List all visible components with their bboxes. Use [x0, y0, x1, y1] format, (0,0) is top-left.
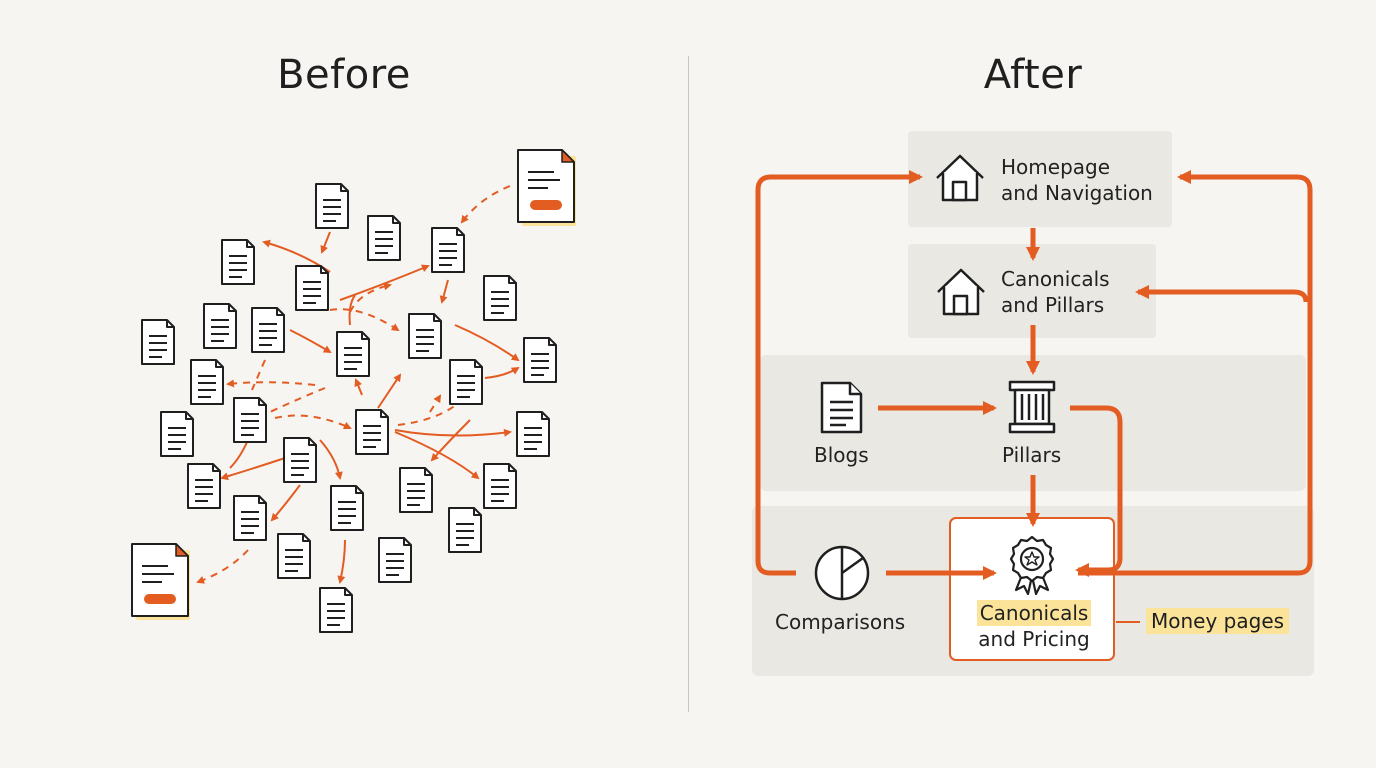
- money-document-bottom: [131, 543, 191, 621]
- pie-chart-icon: [814, 545, 870, 601]
- blogs-label: Blogs: [814, 443, 869, 467]
- house-icon-2: [937, 268, 985, 316]
- blogs-pillars-band: [760, 355, 1306, 491]
- divider: [688, 56, 689, 712]
- document-cluster: [131, 149, 577, 633]
- money-document-top: [517, 149, 577, 227]
- money-pages-tag: Money pages: [1146, 608, 1290, 634]
- award-badge-icon: [1009, 535, 1055, 596]
- homepage-label: Homepage and Navigation: [1001, 155, 1153, 205]
- canonicals-pricing-label: Canonicals and Pricing: [976, 600, 1092, 651]
- before-diagram: [131, 149, 577, 633]
- house-icon: [936, 154, 984, 202]
- before-heading: Before: [277, 52, 411, 98]
- pillars-label: Pillars: [1002, 443, 1062, 467]
- comparisons-label: Comparisons: [775, 610, 906, 634]
- canonicals-pillars-label: Canonicals and Pillars: [1001, 267, 1110, 317]
- document-icon: [820, 381, 863, 434]
- pillar-icon: [1008, 380, 1056, 434]
- after-heading: After: [983, 52, 1083, 98]
